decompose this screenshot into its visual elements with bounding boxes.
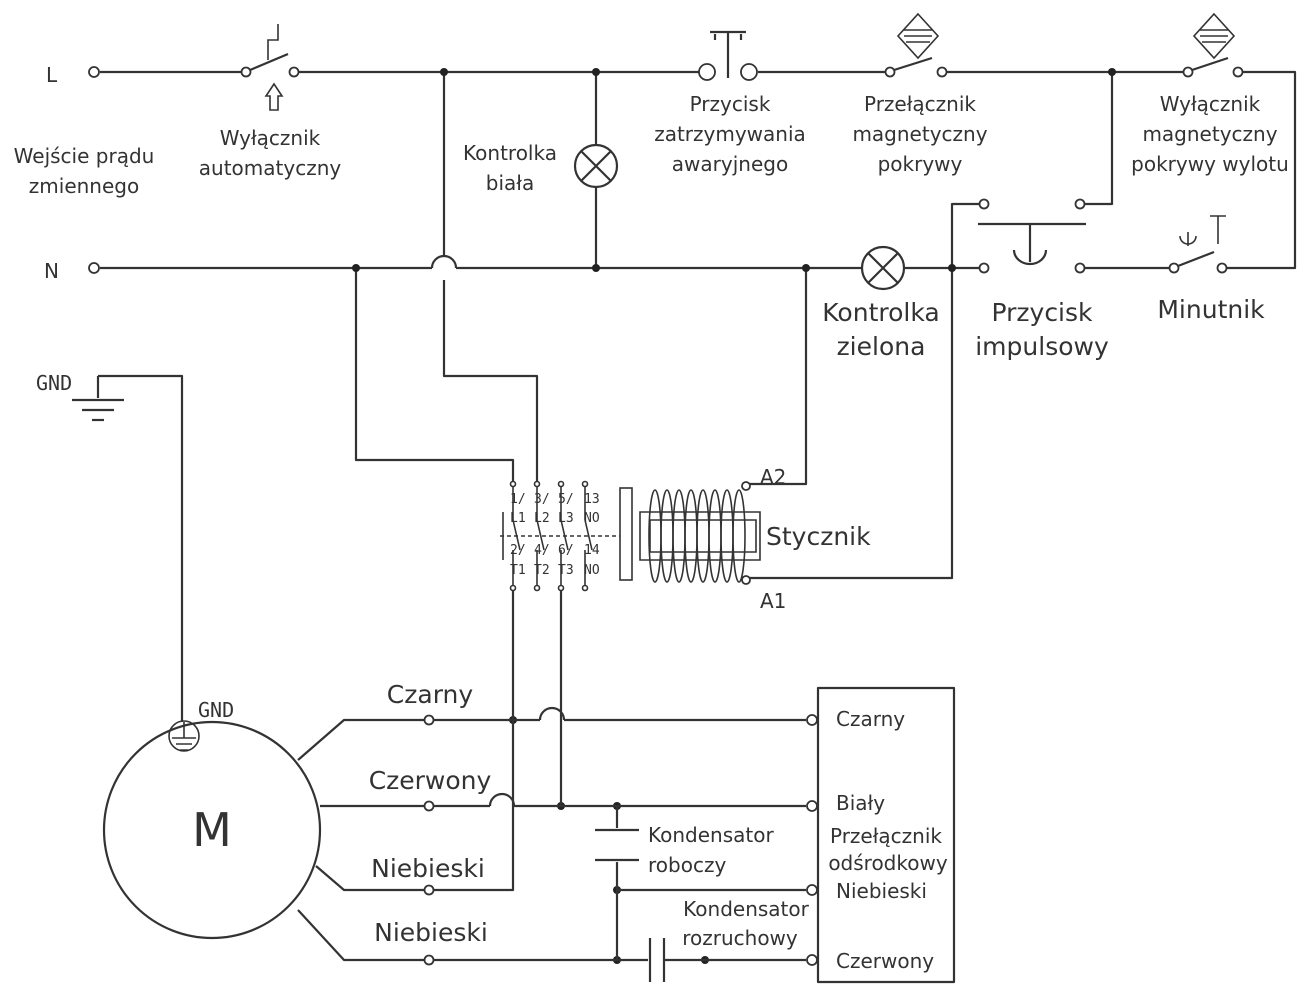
timer-symbol xyxy=(1168,215,1228,274)
label-breaker-1: Wyłącznik xyxy=(220,126,321,150)
ground-top-symbol xyxy=(72,374,184,722)
label-outlet-switch-1: Wyłącznik xyxy=(1160,92,1261,116)
label-green-lamp-2: zielona xyxy=(837,332,926,361)
label-emergency-stop-3: awaryjnego xyxy=(672,152,788,176)
label-white-lamp-2: biała xyxy=(486,171,534,195)
label-gnd-top: GND xyxy=(36,371,72,395)
start-capacitor-symbol xyxy=(648,938,666,982)
label-start-capacitor-2: rozruchowy xyxy=(682,926,798,950)
label-contact-l3: L3 xyxy=(558,511,574,526)
label-ac-input-2: zmiennego xyxy=(29,174,139,198)
coil-a2-wire xyxy=(748,268,808,486)
switch-box-terminals xyxy=(806,714,818,966)
label-contactor: Stycznik xyxy=(766,522,871,551)
label-contact-1: 1/ xyxy=(510,492,526,507)
label-contact-no-bottom: NO xyxy=(584,563,600,578)
label-line-l: L xyxy=(46,63,58,87)
n-feed-wire xyxy=(354,268,515,482)
white-lamp-symbol xyxy=(573,143,619,189)
label-run-capacitor-2: roboczy xyxy=(648,853,726,877)
run-capacitor-symbol xyxy=(595,828,639,862)
label-jog-button-2: impulsowy xyxy=(975,332,1109,361)
jog-button-symbol xyxy=(950,198,1086,274)
label-white-lamp-1: Kontrolka xyxy=(463,141,557,165)
label-run-capacitor-1: Kondensator xyxy=(648,823,774,847)
label-box-black: Czarny xyxy=(836,707,905,731)
label-coil-a2: A2 xyxy=(760,465,786,489)
label-contact-14: 14 xyxy=(584,543,600,558)
label-contact-no-top: NO xyxy=(584,511,600,526)
label-breaker-2: automatyczny xyxy=(199,156,342,180)
label-ac-input-1: Wejście prądu xyxy=(14,144,155,168)
label-contact-t1: T1 xyxy=(510,563,526,578)
coil-a1-wire xyxy=(748,268,954,580)
label-outlet-switch-2: magnetyczny xyxy=(1142,122,1277,146)
label-contact-13: 13 xyxy=(584,492,600,507)
label-wire-red: Czerwony xyxy=(369,766,492,795)
label-box-red: Czerwony xyxy=(836,949,934,973)
breaker-symbol xyxy=(240,24,300,111)
label-cover-switch-3: pokrywy xyxy=(878,152,963,176)
label-emergency-stop-1: Przycisk xyxy=(690,92,771,116)
motor-wire-terminals xyxy=(423,714,435,966)
motor-symbol xyxy=(102,720,322,940)
label-jog-button-1: Przycisk xyxy=(991,298,1093,327)
label-line-n: N xyxy=(44,259,59,283)
label-contact-l1: L1 xyxy=(510,511,526,526)
outlet-cover-switch-symbol xyxy=(1182,12,1244,78)
emergency-stop-symbol xyxy=(698,30,758,81)
label-contact-t2: T2 xyxy=(534,563,550,578)
label-emergency-stop-2: zatrzymywania xyxy=(654,122,806,146)
label-wire-blue-2: Niebieski xyxy=(374,918,488,947)
label-contact-t3: T3 xyxy=(558,563,574,578)
label-wire-blue-1: Niebieski xyxy=(371,854,485,883)
label-gnd-motor: GND xyxy=(198,698,234,722)
label-cover-switch-2: magnetyczny xyxy=(852,122,987,146)
label-wire-black: Czarny xyxy=(387,680,474,709)
label-green-lamp-1: Kontrolka xyxy=(822,298,939,327)
line-l-wire xyxy=(100,70,1297,270)
contactor-contacts xyxy=(500,480,633,592)
label-box-title-2: odśrodkowy xyxy=(828,851,948,875)
contactor-coil xyxy=(639,481,761,585)
label-box-blue: Niebieski xyxy=(836,879,927,903)
label-contact-l2: L2 xyxy=(534,511,550,526)
cover-switch-symbol xyxy=(884,12,948,78)
label-contact-3: 3/ xyxy=(534,492,550,507)
green-lamp-symbol xyxy=(860,245,906,291)
label-outlet-switch-3: pokrywy wylotu xyxy=(1131,152,1289,176)
label-cover-switch-1: Przełącznik xyxy=(864,92,976,116)
label-box-title-1: Przełącznik xyxy=(830,824,942,848)
label-start-capacitor-1: Kondensator xyxy=(683,897,809,921)
centrifugal-switch-box xyxy=(816,686,956,984)
label-contact-4: 4/ xyxy=(534,543,550,558)
line-n-wire xyxy=(100,254,1170,270)
l-feed-wire xyxy=(442,280,539,482)
label-box-white: Biały xyxy=(836,791,885,815)
terminal-n xyxy=(88,262,100,274)
label-coil-a1: A1 xyxy=(760,589,786,613)
label-contact-2: 2/ xyxy=(510,543,526,558)
label-motor: M xyxy=(192,803,232,857)
motor-wires xyxy=(297,706,806,962)
label-contact-6: 6/ xyxy=(558,543,574,558)
t1-wire xyxy=(432,590,515,892)
label-timer: Minutnik xyxy=(1157,295,1265,324)
label-contact-5: 5/ xyxy=(558,492,574,507)
terminal-l xyxy=(88,66,100,78)
